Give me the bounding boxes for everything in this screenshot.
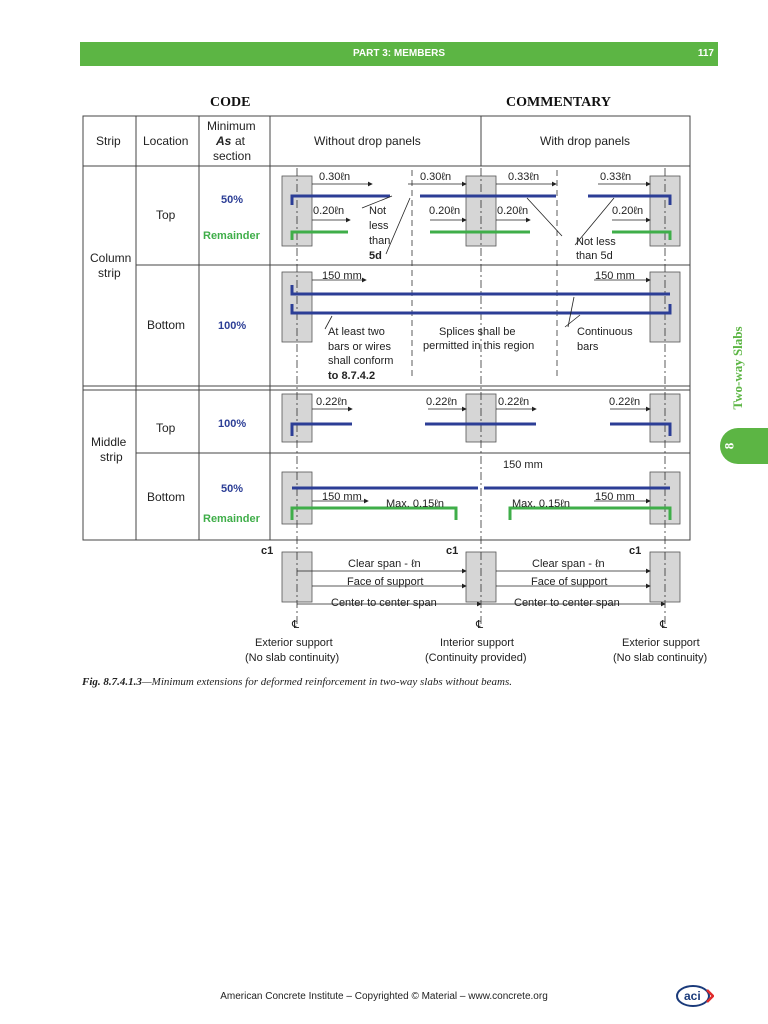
dim-020-c: 0.20ℓn bbox=[497, 205, 528, 217]
figure-caption: Fig. 8.7.4.1.3—Minimum extensions for de… bbox=[82, 676, 512, 688]
aci-logo-text: aci bbox=[684, 989, 701, 1003]
dim-033-a: 0.33ℓn bbox=[508, 171, 539, 183]
middle-strip-bottom-bars bbox=[290, 486, 672, 520]
not-less-4: 5d bbox=[369, 250, 382, 262]
dim-150-c: 150 mm bbox=[503, 459, 543, 471]
pct-50-ms: 50% bbox=[221, 483, 243, 495]
pct-100-cs: 100% bbox=[218, 320, 246, 332]
header-section: section bbox=[213, 149, 251, 163]
clear-span-b: Clear span - ℓn bbox=[532, 558, 605, 570]
middle-strip-top-bars bbox=[290, 422, 672, 436]
middle-strip-label-1: Middle bbox=[91, 435, 127, 449]
no-continuity-b: (No slab continuity) bbox=[613, 652, 707, 664]
dimension-lines bbox=[297, 181, 666, 607]
dim-033-b: 0.33ℓn bbox=[600, 171, 631, 183]
continuity: (Continuity provided) bbox=[425, 652, 527, 664]
column-strip-top-bars bbox=[290, 194, 672, 240]
chapter-tab[interactable]: 8 bbox=[720, 428, 768, 464]
c1-b: c1 bbox=[446, 545, 458, 557]
remainder-ms: Remainder bbox=[203, 513, 261, 525]
atleast-2: bars or wires bbox=[328, 341, 391, 353]
page-footer: American Concrete Institute – Copyrighte… bbox=[220, 991, 548, 1002]
header-strip: Strip bbox=[96, 134, 121, 148]
remainder-cs: Remainder bbox=[203, 230, 261, 242]
dim-022-b: 0.22ℓn bbox=[426, 396, 457, 408]
caption-label: Fig. 8.7.4.1.3 bbox=[82, 676, 142, 688]
ext-support-b: Exterior support bbox=[622, 637, 700, 649]
header-as: As bbox=[215, 134, 232, 148]
int-support: Interior support bbox=[440, 637, 514, 649]
dim-150-e: 150 mm bbox=[595, 491, 635, 503]
column-strip-label-1: Column bbox=[90, 251, 131, 265]
dim-150-a: 150 mm bbox=[322, 270, 362, 282]
cl-a: ℄ bbox=[291, 619, 299, 631]
page-header-bar: PART 3: MEMBERS 117 bbox=[80, 42, 718, 66]
center-lines bbox=[296, 168, 666, 628]
face-support-a: Face of support bbox=[347, 576, 423, 588]
column-strip-bottom-bars bbox=[290, 285, 672, 315]
location-bottom-2: Bottom bbox=[147, 490, 185, 504]
table-percentages: 50% Remainder 100% 100% 50% Remainder bbox=[203, 194, 261, 525]
dim-022-c: 0.22ℓn bbox=[498, 396, 529, 408]
location-top-2: Top bbox=[156, 421, 176, 435]
pct-50-cs: 50% bbox=[221, 194, 243, 206]
dim-150-b: 150 mm bbox=[595, 270, 635, 282]
dim-022-d: 0.22ℓn bbox=[609, 396, 640, 408]
aci-logo[interactable]: aci bbox=[676, 985, 714, 1007]
cl-c: ℄ bbox=[659, 619, 667, 631]
than-5d: than 5d bbox=[576, 250, 613, 262]
dim-030-a: 0.30ℓn bbox=[319, 171, 350, 183]
header-location: Location bbox=[143, 134, 188, 148]
dim-030-b: 0.30ℓn bbox=[420, 171, 451, 183]
header-at: at bbox=[235, 134, 246, 148]
max-015-b: Max. 0.15ℓn bbox=[512, 498, 570, 510]
dim-020-b: 0.20ℓn bbox=[429, 205, 460, 217]
dim-020-a: 0.20ℓn bbox=[313, 205, 344, 217]
not-less-than: Not less bbox=[576, 236, 616, 248]
pct-100-ms: 100% bbox=[218, 418, 246, 430]
dim-022-a: 0.22ℓn bbox=[316, 396, 347, 408]
c1-a: c1 bbox=[261, 545, 273, 557]
c1-c: c1 bbox=[629, 545, 641, 557]
code-heading: CODE bbox=[210, 95, 251, 110]
no-continuity-a: (No slab continuity) bbox=[245, 652, 339, 664]
splices-2: permitted in this region bbox=[423, 340, 534, 352]
atleast-4: to 8.7.4.2 bbox=[328, 370, 375, 382]
middle-strip-label-2: strip bbox=[100, 450, 123, 464]
not-less-2: less bbox=[369, 220, 389, 232]
caption-text: —Minimum extensions for deformed reinfor… bbox=[141, 676, 513, 688]
atleast-3: shall conform bbox=[328, 355, 393, 367]
splices-1: Splices shall be bbox=[439, 326, 515, 338]
center-span-a: Center to center span bbox=[331, 597, 437, 609]
atleast-1: At least two bbox=[328, 326, 385, 338]
ext-support-a: Exterior support bbox=[255, 637, 333, 649]
clear-span-a: Clear span - ℓn bbox=[348, 558, 421, 570]
cl-b: ℄ bbox=[475, 619, 483, 631]
continuous-2: bars bbox=[577, 341, 599, 353]
page-number: 117 bbox=[697, 48, 714, 59]
figure-annotations: 0.30ℓn 0.30ℓn 0.33ℓn 0.33ℓn 0.20ℓn 0.20ℓ… bbox=[245, 171, 707, 664]
center-span-b: Center to center span bbox=[514, 597, 620, 609]
commentary-heading: COMMENTARY bbox=[506, 95, 612, 110]
header-minimum: Minimum bbox=[207, 119, 256, 133]
table-text: Strip Location Minimum As at section Wit… bbox=[90, 119, 630, 504]
dim-150-d: 150 mm bbox=[322, 491, 362, 503]
header-with-drop: With drop panels bbox=[540, 134, 630, 148]
header-without-drop: Without drop panels bbox=[314, 134, 421, 148]
not-less-1: Not bbox=[369, 205, 386, 217]
table-grid bbox=[82, 115, 691, 541]
dim-020-d: 0.20ℓn bbox=[612, 205, 643, 217]
location-bottom-1: Bottom bbox=[147, 318, 185, 332]
continuous-1: Continuous bbox=[577, 326, 633, 338]
face-support-b: Face of support bbox=[531, 576, 607, 588]
location-top-1: Top bbox=[156, 208, 176, 222]
column-strip-label-2: strip bbox=[98, 266, 121, 280]
max-015-a: Max. 0.15ℓn bbox=[386, 498, 444, 510]
not-less-3: than bbox=[369, 235, 390, 247]
part-title: PART 3: MEMBERS bbox=[352, 48, 446, 59]
